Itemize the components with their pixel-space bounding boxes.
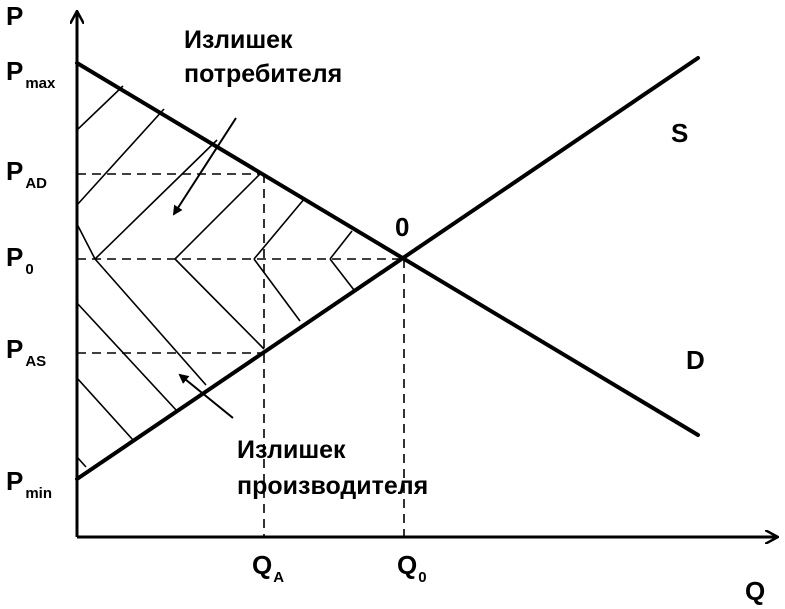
y-axis-label: P [6, 1, 23, 31]
demand-label: D [686, 345, 705, 375]
consumer-surplus-label: Излишек потребителя [184, 26, 342, 88]
demand-curve [75, 61, 700, 437]
supply-curve [75, 56, 700, 481]
producer-surplus-arrow [178, 373, 234, 419]
consumer-surplus-arrow [172, 117, 237, 216]
producer-surplus-label: Излишек производителя [237, 436, 428, 500]
guide-lines [77, 173, 405, 537]
consumer-surplus-hatching [76, 85, 353, 260]
quantity-label-0: Q0 [397, 550, 427, 586]
equilibrium-label: 0 [395, 212, 409, 242]
x-axis-label: Q [745, 576, 765, 606]
quantity-label-a: QA [252, 550, 284, 586]
producer-surplus-hatching [76, 223, 355, 468]
supply-label: S [671, 118, 688, 148]
